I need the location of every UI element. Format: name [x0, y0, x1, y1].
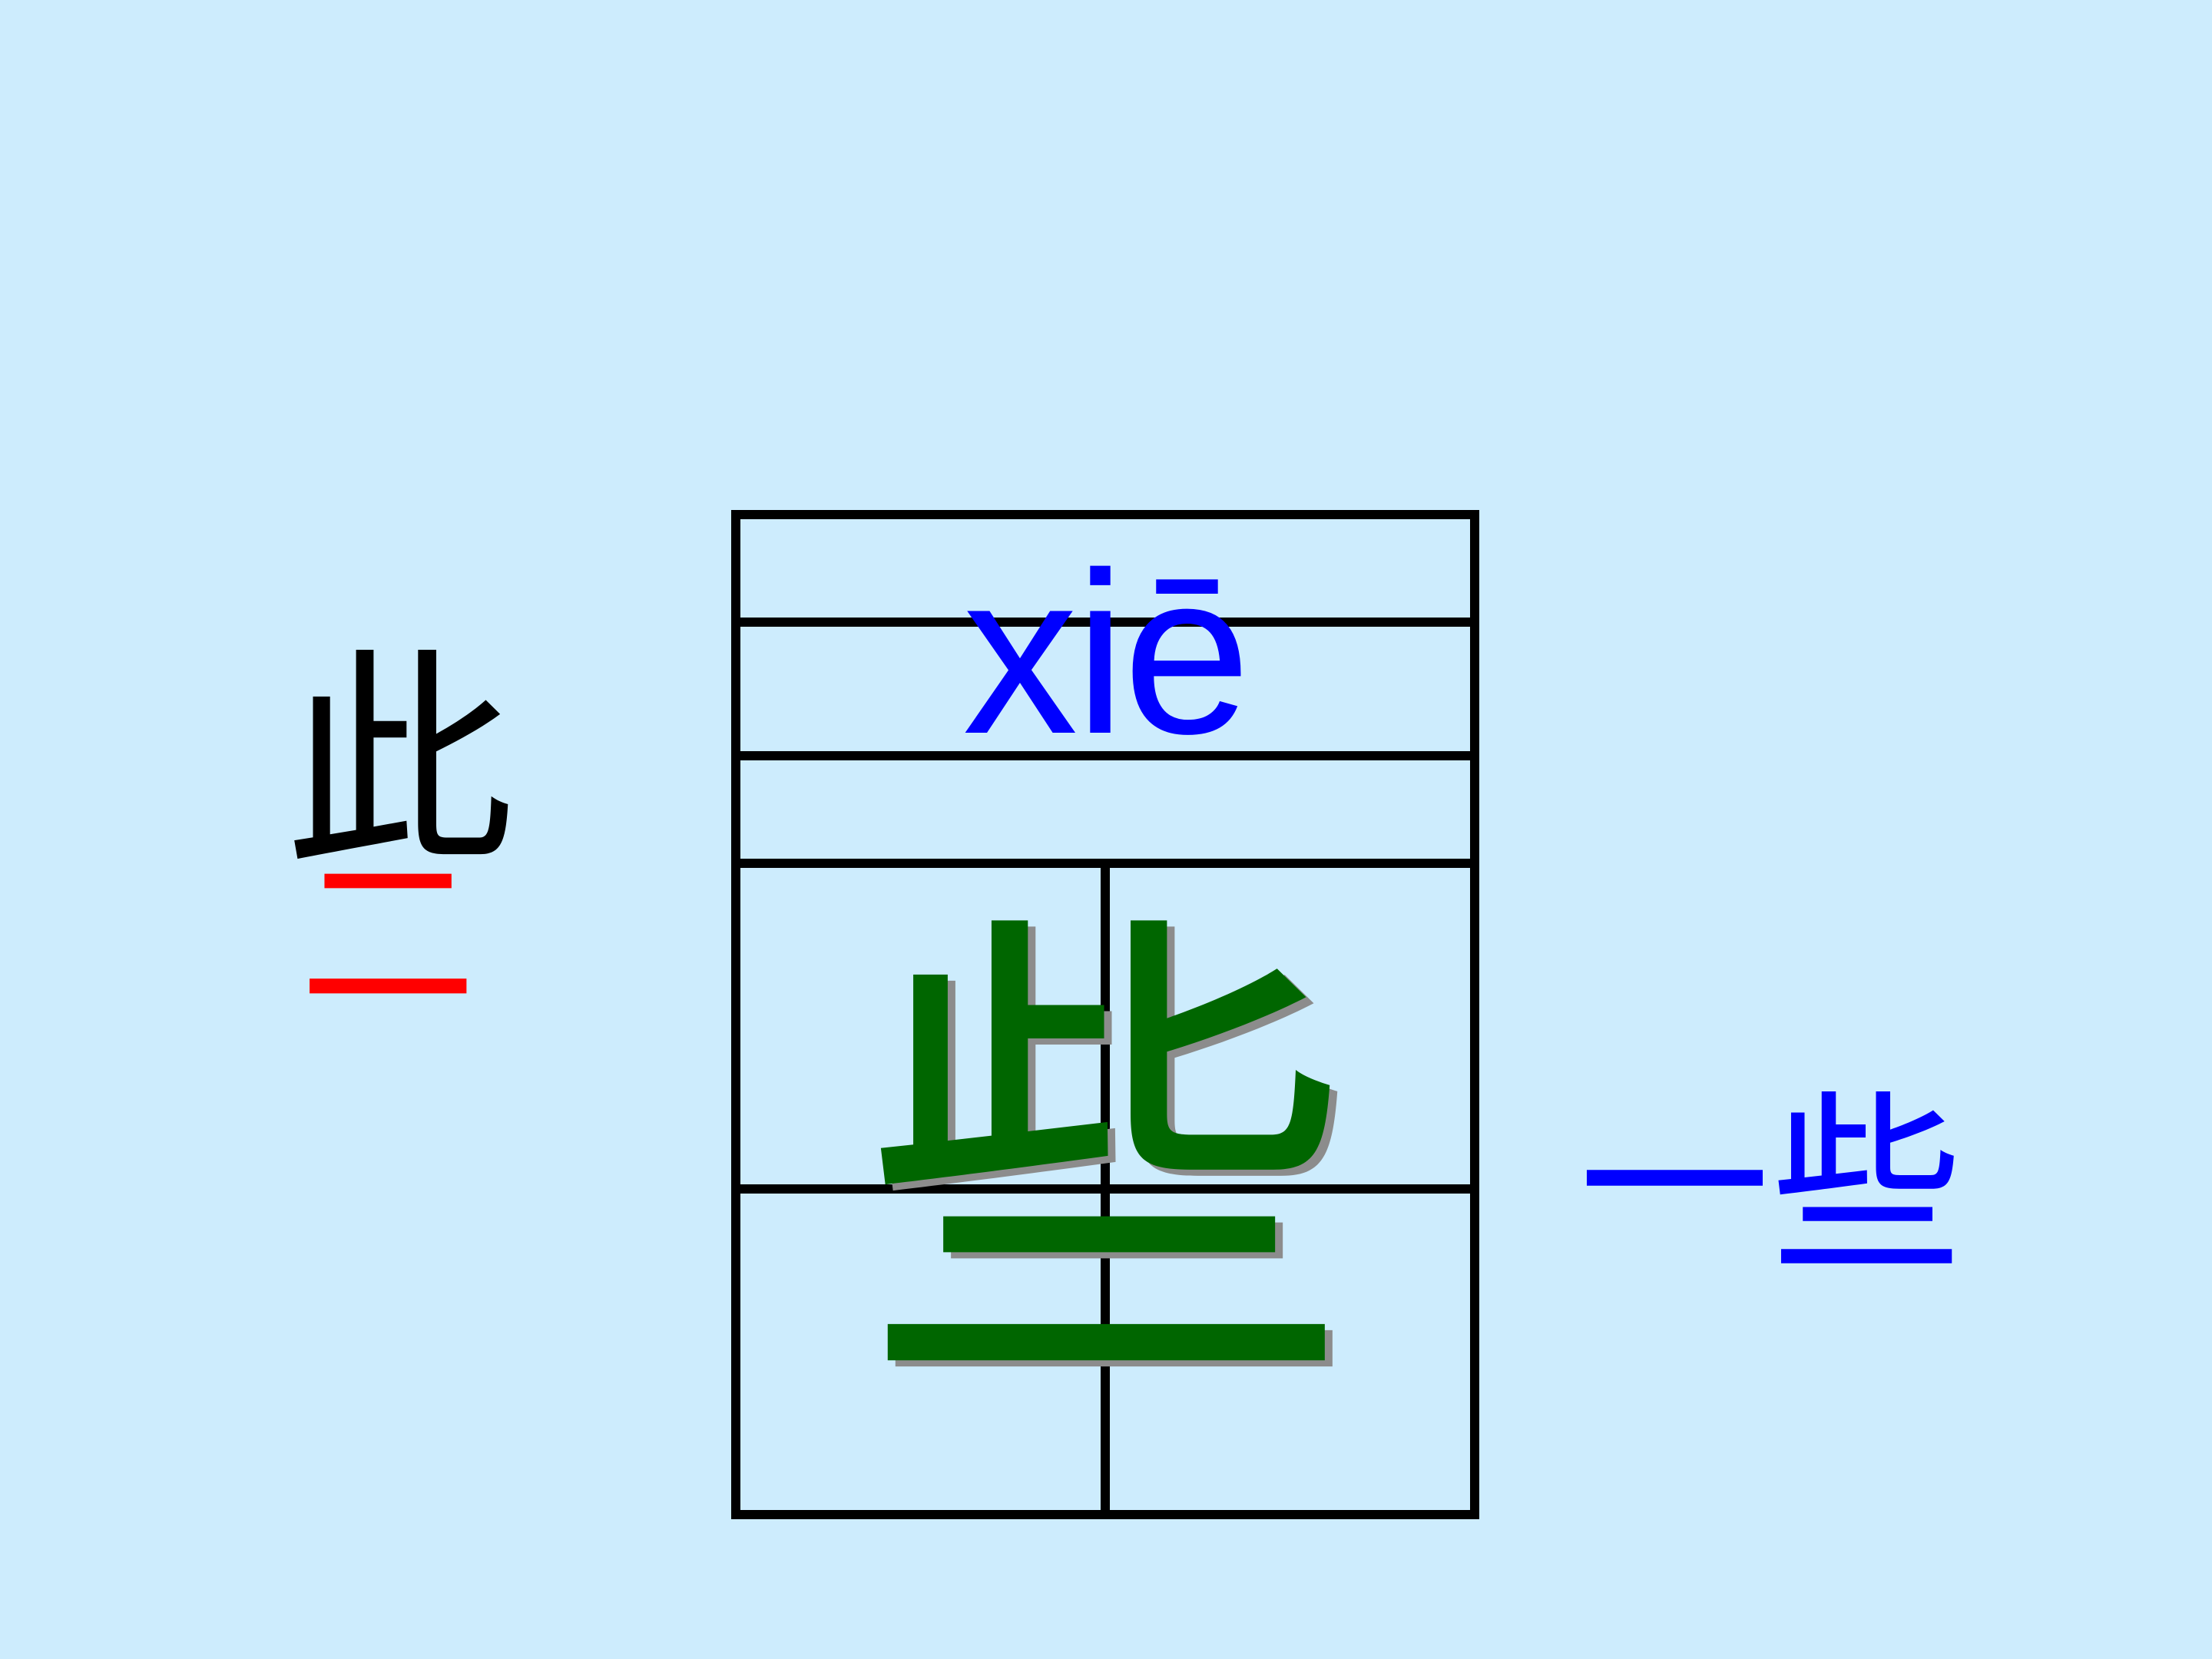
main-character: 些 [860, 877, 1352, 1449]
component-bottom: 二 [300, 834, 477, 1039]
component-top: 此 [284, 630, 515, 898]
example-word: 一些 [1578, 1075, 1962, 1298]
pinyin-text: xiē [962, 524, 1251, 782]
writing-grid-lines [731, 510, 1479, 1519]
writing-grid [731, 510, 1479, 1519]
